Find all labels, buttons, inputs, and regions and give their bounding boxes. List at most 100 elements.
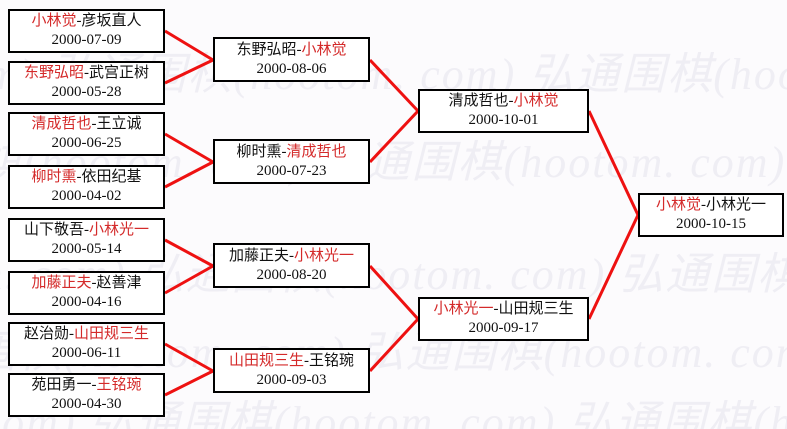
match-players: 小林觉-小林光一 (640, 196, 782, 215)
match-players: 小林光一-山田规三生 (420, 300, 587, 319)
match-box-r1-5: 山下敬吾-小林光一 2000-05-14 (8, 218, 165, 262)
match-box-r1-3: 清成哲也-王立诚 2000-06-25 (8, 112, 165, 156)
match-box-r1-1: 小林觉-彦坂直人 2000-07-09 (8, 9, 165, 53)
player-separator: - (289, 247, 294, 264)
match-date: 2000-04-30 (51, 396, 122, 412)
match-box-r1-8: 苑田勇一-王铭琬 2000-04-30 (8, 373, 165, 417)
player-name: 清成哲也 (31, 116, 92, 132)
player-separator: - (84, 65, 89, 81)
match-players: 加藤正夫-小林光一 (215, 247, 368, 266)
player-name: 清成哲也 (286, 143, 347, 160)
player-separator: - (91, 116, 97, 132)
match-box-r1-4: 柳时熏-依田纪基 2000-04-02 (8, 165, 165, 209)
match-players: 东野弘昭-武宫正树 (10, 64, 163, 83)
player-separator: - (493, 301, 499, 317)
player-name: 赵治勋 (23, 326, 69, 342)
player-name: 东野弘昭 (23, 65, 84, 81)
player-separator: - (69, 326, 74, 342)
match-date: 2000-08-06 (256, 60, 327, 77)
match-players: 清成哲也-王立诚 (10, 115, 163, 134)
player-name: 小林觉 (31, 13, 77, 29)
match-date: 2000-10-15 (676, 216, 746, 232)
match-date: 2000-05-14 (51, 241, 122, 257)
match-box-r2-2: 柳时熏-清成哲也 2000-07-23 (213, 139, 370, 184)
match-players: 清成哲也-小林觉 (420, 92, 587, 111)
player-name: 东野弘昭 (236, 41, 297, 58)
connector-line (164, 369, 214, 397)
connector-line (368, 58, 420, 113)
connector-line (587, 214, 640, 320)
player-name: 王铭琬 (309, 352, 355, 369)
match-players: 小林觉-彦坂直人 (10, 12, 163, 31)
match-players: 山田规三生-王铭琬 (215, 352, 368, 371)
match-players: 加藤正夫-赵善津 (10, 274, 163, 293)
connector-line (368, 317, 420, 373)
player-name: 王立诚 (96, 116, 142, 132)
player-separator: - (76, 169, 82, 185)
match-box-r1-7: 赵治勋-山田规三生 2000-06-11 (8, 322, 165, 366)
player-separator: - (84, 222, 89, 238)
match-box-sf-2: 小林光一-山田规三生 2000-09-17 (418, 297, 589, 341)
connector-line (164, 58, 214, 85)
connector-line (368, 264, 420, 321)
match-box-r1-2: 东野弘昭-武宫正树 2000-05-28 (8, 61, 165, 105)
player-name: 加藤正夫 (31, 275, 92, 291)
player-name: 山田规三生 (498, 301, 574, 317)
connector-line (164, 132, 214, 164)
match-box-r2-1: 东野弘昭-小林觉 2000-08-06 (213, 37, 370, 82)
player-name: 小林觉 (513, 93, 559, 109)
player-name: 依田纪基 (81, 169, 142, 185)
match-date: 2000-08-20 (256, 266, 327, 283)
player-separator: - (91, 275, 97, 291)
match-players: 赵治勋-山田规三生 (10, 325, 163, 344)
player-name: 柳时熏 (31, 169, 77, 185)
player-separator: - (76, 13, 82, 29)
connector-line (368, 109, 420, 164)
match-box-r1-6: 加藤正夫-赵善津 2000-04-16 (8, 271, 165, 315)
player-name: 山田规三生 (74, 326, 150, 342)
match-box-sf-1: 清成哲也-小林觉 2000-10-01 (418, 89, 589, 133)
player-name: 小林光一 (433, 301, 494, 317)
connector-line (164, 264, 214, 295)
player-name: 小林光一 (706, 197, 767, 213)
player-separator: - (701, 197, 706, 213)
player-name: 小林光一 (294, 247, 355, 264)
player-separator: - (304, 352, 309, 369)
player-name: 山下敬吾 (23, 222, 84, 238)
connector-line (164, 29, 214, 62)
player-separator: - (91, 377, 97, 393)
player-separator: - (296, 41, 302, 58)
match-box-r2-4: 山田规三生-王铭琬 2000-09-03 (213, 348, 370, 393)
match-date: 2000-09-03 (256, 371, 327, 388)
player-name: 清成哲也 (448, 93, 509, 109)
player-name: 柳时熏 (236, 143, 282, 160)
player-name: 彦坂直人 (81, 13, 142, 29)
connector-line (164, 342, 214, 373)
match-date: 2000-10-01 (468, 112, 539, 128)
player-name: 加藤正夫 (228, 247, 289, 264)
match-date: 2000-05-28 (51, 84, 122, 100)
player-name: 赵善津 (96, 275, 142, 291)
match-box-final: 小林觉-小林光一 2000-10-15 (638, 193, 784, 237)
player-name: 小林光一 (89, 222, 150, 238)
match-box-r2-3: 加藤正夫-小林光一 2000-08-20 (213, 243, 370, 288)
player-name: 山田规三生 (228, 352, 304, 369)
connector-line (164, 160, 214, 189)
match-date: 2000-06-25 (51, 135, 122, 151)
match-players: 东野弘昭-小林觉 (215, 41, 368, 60)
match-date: 2000-09-17 (468, 320, 539, 336)
player-name: 苑田勇一 (31, 377, 92, 393)
player-separator: - (508, 93, 514, 109)
match-players: 柳时熏-依田纪基 (10, 168, 163, 187)
match-players: 山下敬吾-小林光一 (10, 221, 163, 240)
match-date: 2000-07-09 (51, 32, 122, 48)
match-players: 柳时熏-清成哲也 (215, 143, 368, 162)
player-name: 小林觉 (655, 197, 701, 213)
player-name: 武宫正树 (89, 65, 150, 81)
match-players: 苑田勇一-王铭琬 (10, 376, 163, 395)
connector-line (587, 110, 640, 216)
player-name: 小林觉 (301, 41, 347, 58)
match-date: 2000-06-11 (51, 345, 122, 361)
